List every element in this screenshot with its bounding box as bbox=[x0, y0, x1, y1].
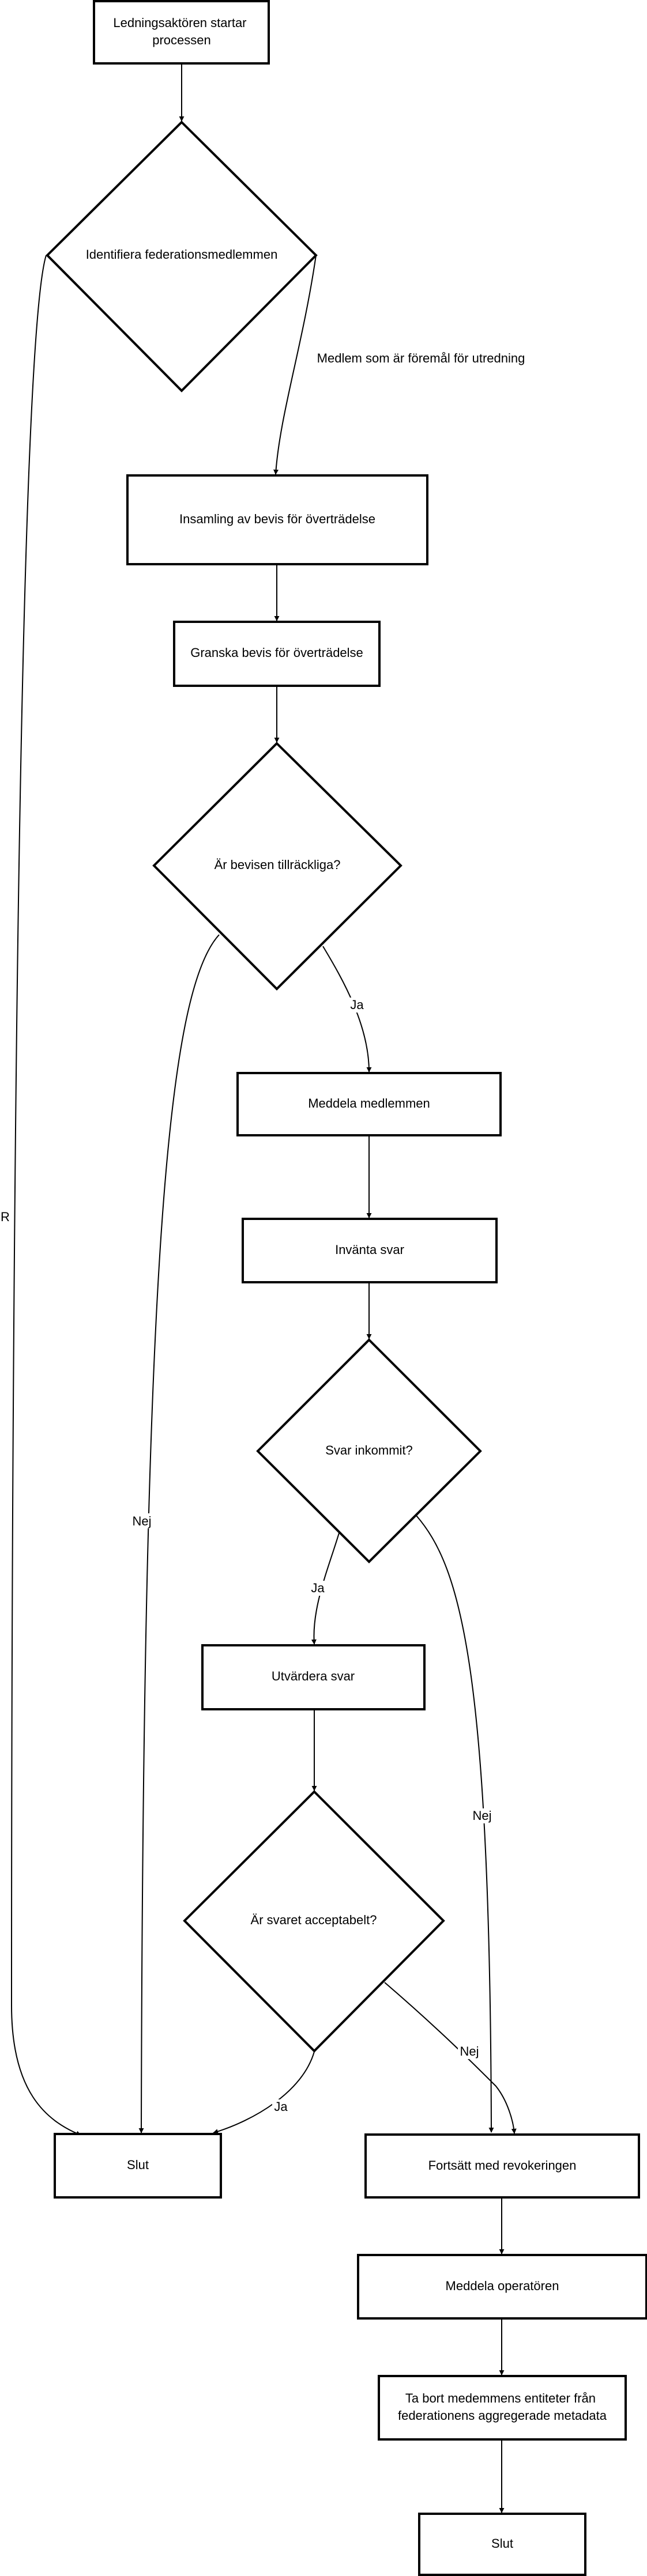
collect-evidence-node bbox=[126, 474, 428, 565]
end-node-left-label: Slut bbox=[127, 2158, 149, 2172]
notify-member-node bbox=[236, 1072, 502, 1136]
edge-label-acceptable-no: Nej bbox=[460, 2044, 479, 2058]
start-node bbox=[93, 0, 270, 65]
evaluate-reply-node bbox=[201, 1644, 426, 1710]
notify-member-label: Meddela medlemmen bbox=[308, 1096, 430, 1111]
identify-member-label: Identifiera federationsmedlemmen bbox=[86, 247, 278, 262]
reply-acceptable-label: Är svaret acceptabelt? bbox=[251, 1913, 377, 1927]
remove-entities-node bbox=[378, 2375, 627, 2441]
reply-received-label: Svar inkommit? bbox=[325, 1443, 413, 1457]
review-evidence-node bbox=[173, 621, 381, 687]
await-reply-node bbox=[242, 1218, 498, 1283]
edge-received-no bbox=[416, 1515, 494, 2133]
end-node-bottom-label: Slut bbox=[491, 2536, 513, 2551]
continue-revocation-label: Fortsätt med revokeringen bbox=[428, 2158, 577, 2173]
edge-label-acceptable-yes: Ja bbox=[274, 2099, 288, 2114]
review-evidence-label: Granska bevis för överträdelse bbox=[190, 645, 363, 660]
evaluate-reply-label: Utvärdera svar bbox=[272, 1669, 355, 1683]
edge-label-received-no: Nej bbox=[472, 1808, 491, 1823]
edge-label-sufficient-no: Nej bbox=[132, 1514, 151, 1528]
await-reply-label: Invänta svar bbox=[335, 1242, 404, 1257]
edge-acceptable-no bbox=[384, 1982, 517, 2134]
notify-operator-label: Meddela operatören bbox=[446, 2279, 559, 2293]
edge-label-member-under-investigation: Medlem som är föremål för utredning bbox=[317, 351, 525, 365]
notify-operator-node bbox=[357, 2254, 647, 2320]
evidence-sufficient-label: Är bevisen tillräckliga? bbox=[215, 858, 341, 872]
continue-revocation-node bbox=[364, 2133, 640, 2199]
start-node-label: Ledningsaktören startar processen bbox=[113, 16, 250, 47]
edge-acceptable-yes bbox=[213, 2051, 315, 2134]
edge-identify-to-end bbox=[10, 255, 81, 2136]
collect-evidence-label: Insamling av bevis för överträdelse bbox=[179, 512, 375, 526]
end-node-left bbox=[54, 2133, 222, 2199]
edge-label-sufficient-yes: Ja bbox=[350, 998, 364, 1012]
reply-acceptable-decision bbox=[183, 1790, 445, 2053]
remove-entities-label: Ta bort medemmens entiteter från federat… bbox=[398, 2391, 607, 2423]
identify-member-decision bbox=[46, 120, 318, 392]
end-node-bottom bbox=[418, 2513, 586, 2576]
edge-label-r: R bbox=[1, 1210, 10, 1224]
edge-identify-to-collect bbox=[273, 255, 317, 475]
edge-sufficient-no bbox=[138, 934, 220, 2133]
edge-label-received-yes: Ja bbox=[311, 1581, 325, 1595]
evidence-sufficient-decision bbox=[152, 742, 403, 991]
reply-received-decision bbox=[256, 1338, 482, 1563]
